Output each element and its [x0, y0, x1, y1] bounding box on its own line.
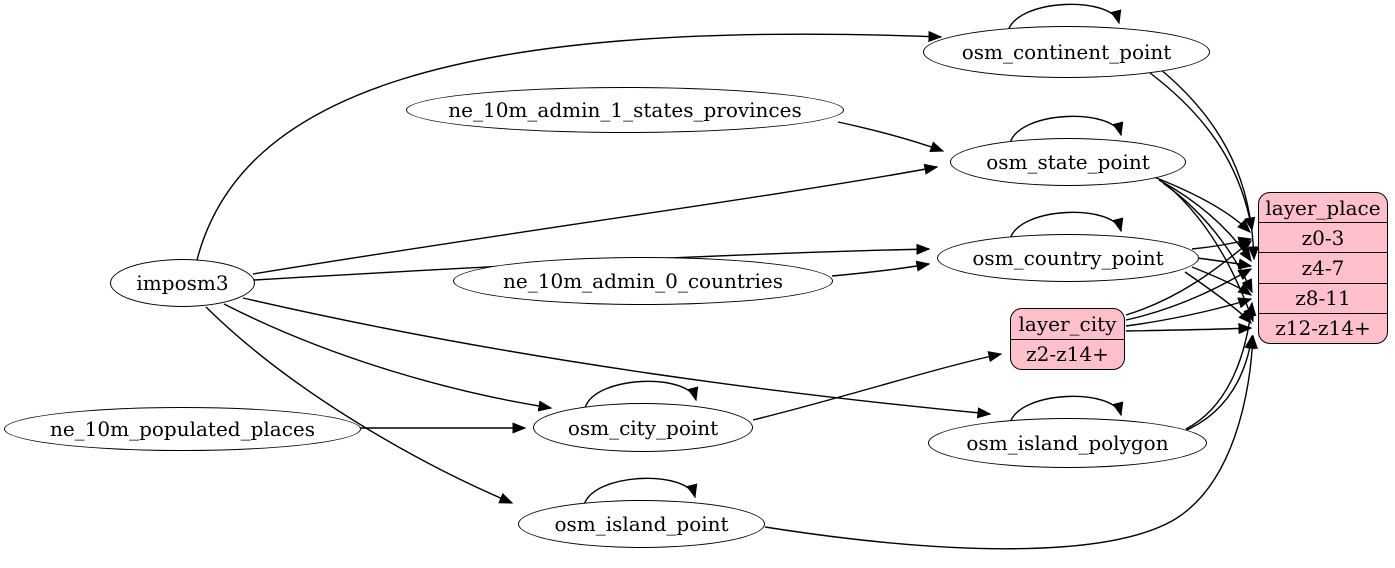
edge-osm_state_point-to-osm_state_point-self-loop — [1009, 115, 1124, 144]
node-osm-state-point: osm_state_point — [950, 138, 1186, 186]
node-layer-city: layer_city z2-z14+ — [1010, 308, 1125, 370]
edge-osm_city_point-to-layer_city-z2-z14+ — [752, 351, 1003, 421]
node-osm-island-polygon-label: osm_island_polygon — [966, 431, 1169, 455]
node-osm-island-polygon: osm_island_polygon — [928, 418, 1207, 468]
node-imposm3-label: imposm3 — [136, 271, 229, 295]
node-osm-island-point: osm_island_point — [518, 500, 765, 548]
node-osm-city-point: osm_city_point — [533, 403, 753, 452]
edge-osm_island_point-to-osm_island_point-self-loop — [583, 477, 698, 506]
edge-osm_continent_point-to-osm_continent_point-self-loop — [1007, 3, 1122, 32]
node-ne-10m-admin-1-states-provinces-label: ne_10m_admin_1_states_provinces — [448, 98, 802, 122]
edge-osm_island_point-to-layer_place-z12-z14+ — [764, 334, 1258, 550]
node-ne-10m-populated-places: ne_10m_populated_places — [4, 407, 361, 451]
edge-layer_city-to-layer_place-z4-7 — [1125, 268, 1253, 321]
layer-place-row-z8-11: z8-11 — [1259, 282, 1387, 313]
edge-osm_country_point-to-layer_place-z4-7 — [1196, 257, 1253, 270]
layer-place-row-z0-3: z0-3 — [1259, 222, 1387, 252]
node-osm-island-point-label: osm_island_point — [554, 512, 729, 536]
edge-imposm3-to-osm_island_polygon — [242, 297, 992, 419]
node-osm-continent-point: osm_continent_point — [923, 26, 1210, 78]
node-ne-10m-admin-1-states-provinces: ne_10m_admin_1_states_provinces — [406, 87, 844, 133]
layer-place-row-z4-7: z4-7 — [1259, 252, 1387, 282]
node-osm-city-point-label: osm_city_point — [567, 415, 719, 440]
edge-osm_country_point-to-layer_place-z12-z14+ — [1184, 271, 1252, 325]
edge-osm_island_polygon-to-layer_place-z8-11 — [1185, 301, 1257, 430]
layer-city-title: layer_city — [1018, 311, 1117, 336]
layer-place-title: layer_place — [1265, 195, 1381, 220]
edge-osm_country_point-to-layer_place-z0-3 — [1191, 236, 1253, 250]
edge-osm_continent_point-to-layer_place-z0-3 — [1149, 72, 1256, 232]
node-ne-10m-populated-places-label: ne_10m_populated_places — [49, 417, 316, 441]
edge-osm_state_point-to-layer_place-z4-7 — [1158, 179, 1252, 263]
edge-osm_state_point-to-layer_place-z0-3 — [1153, 176, 1251, 233]
edge-ne_10m_admin_1_states_provinces-to-osm_state_point — [837, 121, 945, 153]
node-imposm3: imposm3 — [110, 259, 255, 307]
node-ne-10m-admin-0-countries-label: ne_10m_admin_0_countries — [503, 269, 783, 293]
edge-layer_city-to-layer_place-z12-z14+ — [1125, 322, 1253, 335]
layer-place-row-z12-z14: z12-z14+ — [1259, 312, 1387, 343]
node-layer-place: layer_place z0-3 z4-7 z8-11 z12-z14+ — [1258, 192, 1388, 344]
edge-ne_10m_admin_0_countries-to-osm_country_point — [831, 260, 931, 277]
edge-layer_city-to-layer_place-z0-3 — [1125, 240, 1253, 316]
edge-osm_city_point-to-osm_city_point-self-loop — [584, 380, 699, 409]
layer-city-row-z2-z14: z2-z14+ — [1011, 338, 1124, 370]
edge-osm_continent_point-to-layer_place-z4-7 — [1159, 68, 1260, 261]
node-osm-country-point: osm_country_point — [937, 234, 1199, 282]
node-osm-state-point-label: osm_state_point — [986, 150, 1150, 174]
edge-layer_city-to-layer_place-z8-11 — [1125, 297, 1253, 327]
edge-osm_island_polygon-to-layer_place-z12-z14+ — [1179, 334, 1256, 434]
edge-osm_country_point-to-osm_country_point-self-loop — [1009, 211, 1124, 240]
edge-imposm3-to-osm_continent_point — [196, 30, 943, 261]
edge-imposm3-to-osm_city_point — [223, 303, 553, 412]
edge-osm_country_point-to-layer_place-z8-11 — [1191, 266, 1253, 296]
node-osm-country-point-label: osm_country_point — [972, 246, 1164, 270]
edge-imposm3-to-osm_state_point — [252, 163, 939, 275]
node-ne-10m-admin-0-countries: ne_10m_admin_0_countries — [453, 257, 833, 305]
edge-osm_island_polygon-to-osm_island_polygon-self-loop — [1009, 395, 1124, 424]
edge-imposm3-to-osm_island_point — [205, 306, 514, 504]
node-osm-continent-point-label: osm_continent_point — [961, 40, 1172, 64]
